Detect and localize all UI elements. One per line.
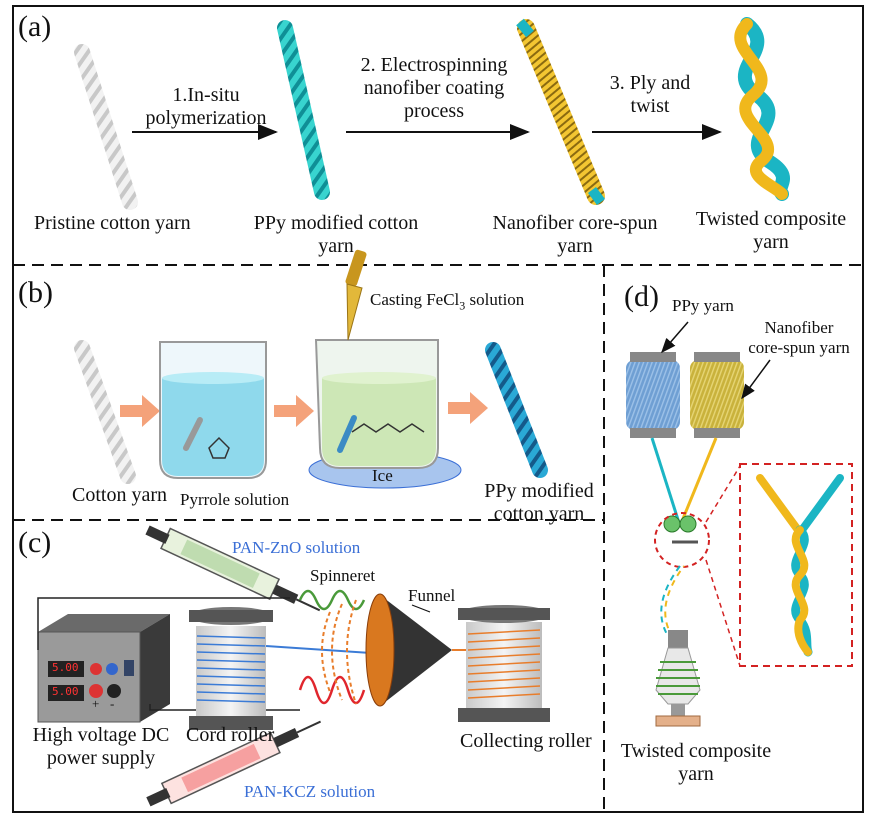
red-jet (298, 675, 366, 705)
nano-pointer (741, 359, 771, 400)
nanofiber-bobbin (690, 352, 744, 438)
zoom-link-top (705, 465, 741, 523)
pristine-cotton-yarn (74, 44, 138, 210)
kcz-label: PAN-KCZ solution (244, 782, 376, 801)
ppy-bobbin (626, 352, 680, 438)
orange-arrow-3 (448, 392, 488, 424)
panel-label-c: (c) (18, 526, 52, 559)
syringe-kcz (146, 720, 322, 807)
nano-strand (678, 437, 718, 527)
fecl3-beaker (308, 339, 462, 489)
twist-guide (663, 515, 698, 544)
yarn1-label: Pristine cotton yarn (34, 212, 191, 234)
collecting-roller (458, 605, 550, 722)
ppy-strand (650, 437, 682, 527)
dropper (345, 249, 367, 341)
cord-roller-label: Cord roller (186, 724, 275, 746)
zoom-circle (654, 512, 710, 568)
ppy-yarn-label: PPy yarn (672, 296, 734, 315)
twisted-composite-yarn-a (734, 17, 790, 201)
orange-arrow-2 (274, 395, 314, 427)
funnel (321, 593, 452, 707)
casting-label: Casting FeCl3 solution (370, 290, 525, 313)
zno-label: PAN-ZnO solution (232, 538, 361, 557)
orange-arrow-1 (120, 395, 160, 427)
panel-label-a: (a) (18, 10, 52, 43)
power-supply (37, 614, 170, 723)
core-yarn-line (265, 645, 386, 655)
cord-roller (189, 607, 273, 730)
funnel-pointer (411, 604, 431, 613)
ice-label: Ice (372, 466, 393, 485)
zoomed-twist (756, 474, 844, 657)
pyrrole-beaker (159, 341, 267, 479)
nanofiber-core-spun-yarn (516, 18, 605, 205)
display-1: 5.00 (52, 661, 79, 674)
wire-top (37, 597, 290, 650)
cotton-yarn-label: Cotton yarn (72, 484, 167, 506)
composite-path (660, 565, 681, 637)
ppy-pointer (661, 321, 689, 354)
syringe-zno (145, 525, 321, 612)
spinneret-label: Spinneret (310, 566, 376, 585)
cotton-yarn-b (74, 340, 136, 484)
panel-label-b: (b) (18, 276, 53, 309)
minus-sign: - (110, 696, 115, 711)
composite-path-gold (664, 565, 685, 637)
spindle (655, 630, 701, 727)
display-2: 5.00 (52, 685, 79, 698)
panel-label-d: (d) (624, 280, 659, 313)
plus-sign: + (92, 696, 100, 711)
collect-label: Collecting roller (460, 730, 592, 752)
zoom-link-bottom (705, 559, 741, 667)
funnel-label: Funnel (408, 586, 456, 605)
ppy-modified-yarn-a (277, 20, 330, 200)
ppy-modified-yarn-b (485, 342, 548, 478)
pyrrole-label: Pyrrole solution (180, 490, 290, 509)
